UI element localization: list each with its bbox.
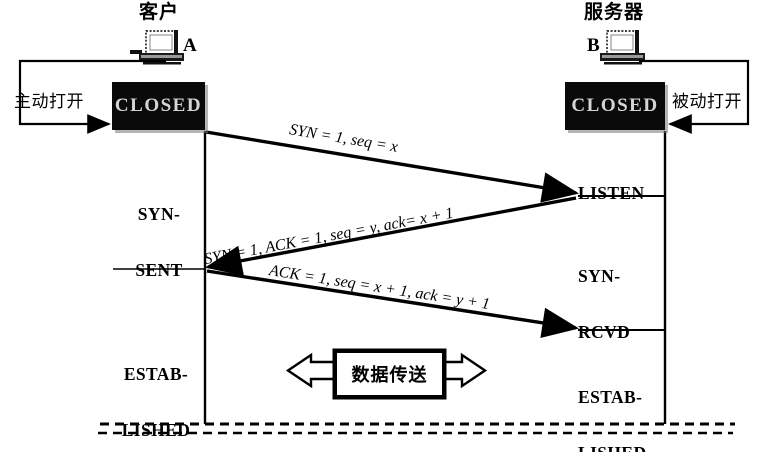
client-state-syn-sent-line2: SENT — [135, 260, 183, 281]
server-host-letter: B — [587, 35, 600, 56]
client-state-closed-box: CLOSED — [112, 82, 205, 130]
client-state-established-line2: LISHED — [121, 420, 191, 441]
client-caption: 客户 — [139, 1, 180, 23]
client-state-established-line1: ESTAB- — [123, 363, 189, 384]
client-state-syn-sent-line1: SYN- — [137, 203, 181, 224]
data-transfer-arrow-left — [285, 352, 338, 389]
message-arrow-syn — [205, 130, 580, 203]
passive-open-label: 被动打开 — [672, 92, 742, 112]
client-host-letter: A — [183, 35, 197, 56]
server-state-closed-box: CLOSED — [565, 82, 665, 130]
message-arrow-syn-ack — [204, 196, 577, 276]
server-state-established: ESTAB- LISHED — [578, 350, 670, 452]
server-state-established-line1: ESTAB- — [578, 386, 643, 407]
passive-open-connector — [639, 59, 750, 134]
client-state-closed-label: CLOSED — [114, 95, 203, 116]
data-transfer-label: 数据传送 — [351, 365, 428, 386]
server-state-listen: LISTEN — [578, 146, 664, 240]
message-arrow-ack — [206, 269, 580, 338]
server-caption: 服务器 — [584, 1, 645, 23]
server-state-syn-rcvd: SYN- RCVD — [578, 229, 664, 380]
data-transfer-box: 数据传送 — [334, 350, 445, 398]
client-state-established: ESTAB- LISHED — [110, 327, 202, 452]
computer-icon-client — [130, 30, 184, 65]
server-state-syn-rcvd-line1: SYN- — [578, 265, 621, 286]
server-state-listen-line1: LISTEN — [578, 182, 645, 203]
server-state-syn-rcvd-line2: RCVD — [578, 322, 631, 343]
active-open-label: 主动打开 — [14, 92, 84, 112]
computer-icon-server — [600, 30, 645, 65]
server-state-established-line2: LISHED — [578, 444, 670, 452]
active-open-connector — [18, 59, 166, 134]
server-state-closed-label: CLOSED — [571, 95, 659, 116]
client-state-syn-sent: SYN- SENT — [117, 167, 201, 318]
